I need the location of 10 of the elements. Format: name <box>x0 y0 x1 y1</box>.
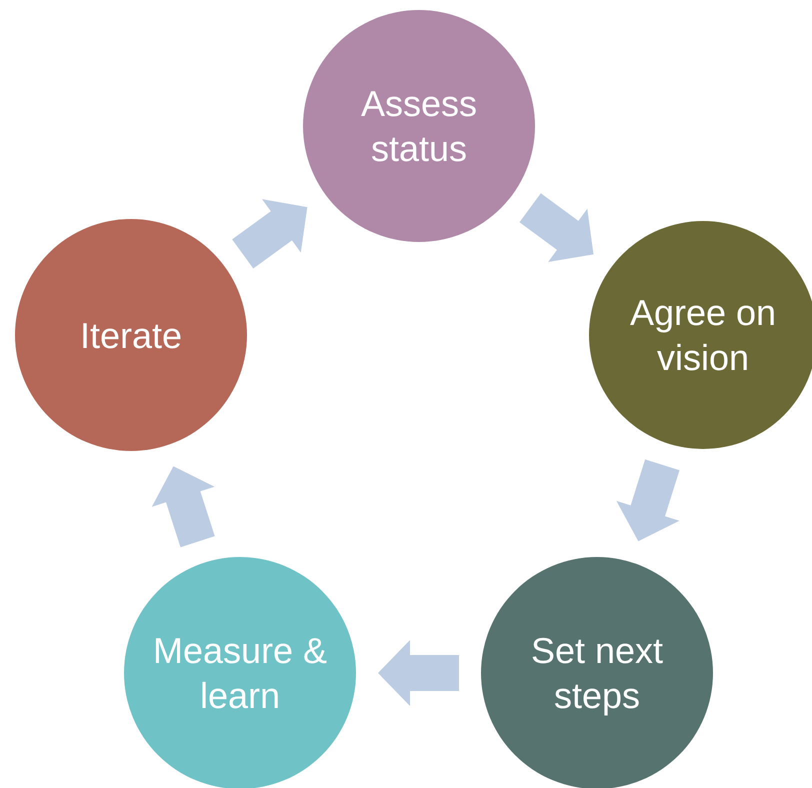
step-label: Set next steps <box>530 629 664 718</box>
block-arrow <box>520 193 594 262</box>
block-arrow <box>378 640 459 706</box>
step-label: Measure & learn <box>152 629 328 718</box>
block-arrow <box>616 459 680 542</box>
step-label: Iterate <box>80 314 182 358</box>
step-label: Agree on vision <box>628 291 778 380</box>
step-label: Assess status <box>360 82 478 171</box>
block-arrow <box>232 199 308 268</box>
block-arrow <box>152 466 215 548</box>
